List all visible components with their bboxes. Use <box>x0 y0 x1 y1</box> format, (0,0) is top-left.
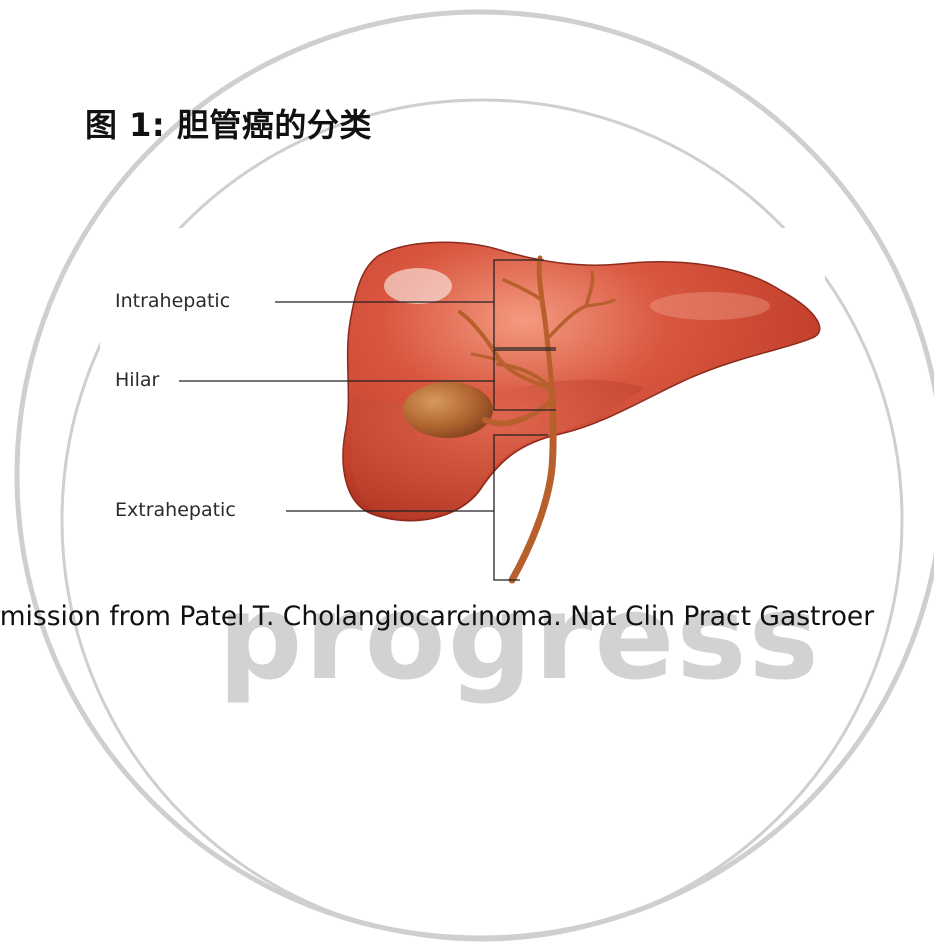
label-extrahepatic: Extrahepatic <box>115 499 236 521</box>
watermark-text: progress <box>218 578 821 696</box>
liver-illustration: Intrahepatic Hilar Extrahepatic <box>100 228 825 588</box>
liver-highlight-secondary <box>650 292 770 320</box>
liver-drawing <box>100 228 825 588</box>
gallbladder <box>403 382 493 438</box>
liver-highlight <box>384 268 452 304</box>
label-hilar: Hilar <box>115 369 159 391</box>
figure-caption: ermission from Patel T. Cholangiocarcino… <box>0 601 874 632</box>
label-intrahepatic: Intrahepatic <box>115 290 230 312</box>
figure-title: 图 1: 胆管癌的分类 <box>85 100 372 146</box>
